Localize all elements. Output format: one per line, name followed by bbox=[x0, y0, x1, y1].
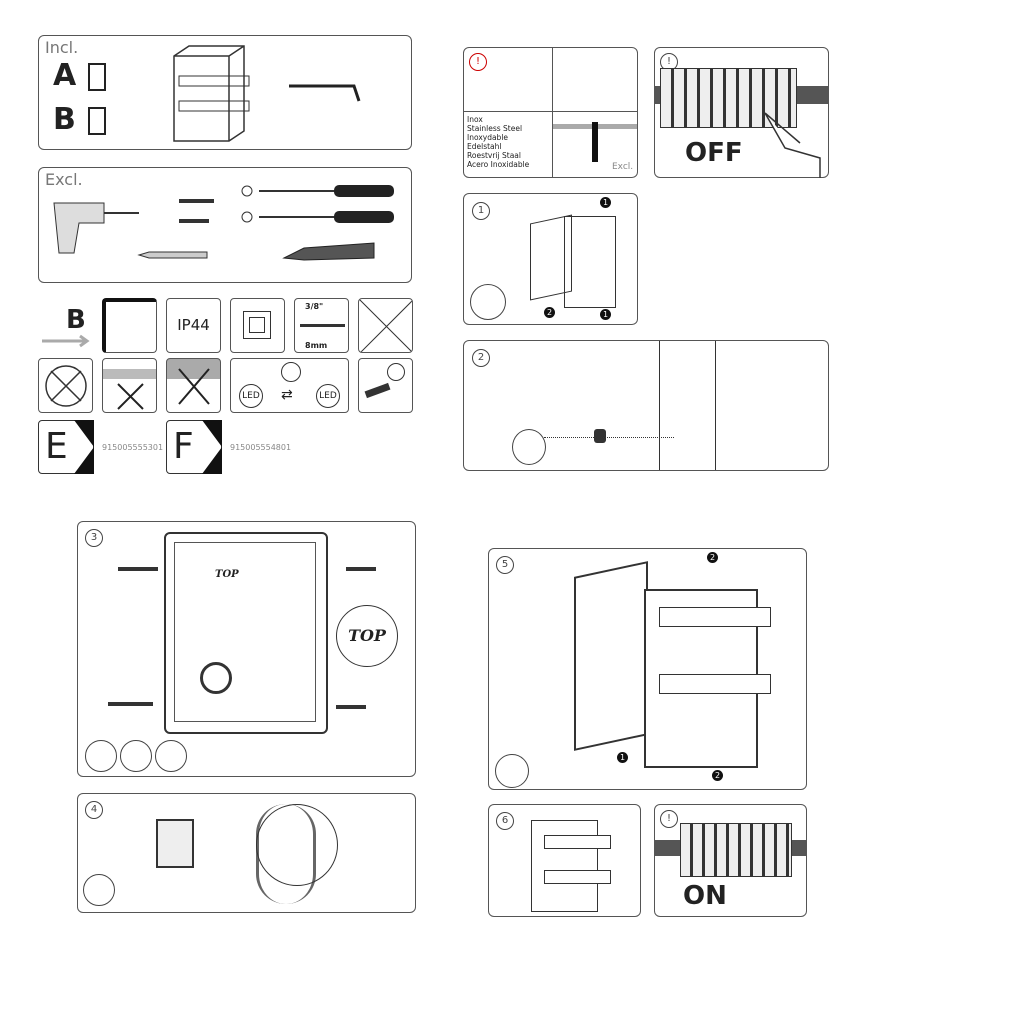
off-label: OFF bbox=[685, 138, 743, 168]
arrow-right-icon bbox=[42, 334, 90, 348]
step-number: 6 bbox=[496, 812, 514, 830]
step-number: 4 bbox=[85, 801, 103, 819]
mounting-plate bbox=[164, 532, 328, 734]
class-ii-icon bbox=[230, 298, 285, 353]
cap-icon bbox=[594, 429, 606, 443]
manual-b: B bbox=[53, 102, 76, 137]
material: Inoxydable bbox=[467, 133, 509, 142]
material: Roestvrij Staal bbox=[467, 151, 521, 160]
marker: 2 bbox=[712, 770, 723, 781]
energy-class: F bbox=[173, 426, 194, 467]
step-1-panel: 1 1 1 2 bbox=[463, 193, 638, 325]
included-label: Incl. bbox=[45, 38, 79, 57]
screwdriver-detail-icon bbox=[83, 874, 115, 906]
luminaire-side bbox=[659, 341, 716, 470]
led-right: LED bbox=[316, 384, 340, 408]
led-replaceable-icon: LED ⇄ LED bbox=[230, 358, 349, 413]
cable-entry bbox=[200, 662, 232, 694]
plug-icon bbox=[108, 702, 153, 706]
excluded-label: Excl. bbox=[45, 170, 83, 189]
step-5-panel: 5 2 1 2 bbox=[488, 548, 807, 790]
power-off-panel: ! OFF bbox=[654, 47, 829, 178]
strip-imperial: 3/8" bbox=[305, 302, 324, 311]
excluded-tools-panel: Excl. bbox=[38, 167, 412, 283]
warning-icon: ! bbox=[660, 810, 678, 828]
luminaire-drawing bbox=[173, 45, 250, 142]
material: Edelstahl bbox=[467, 142, 502, 151]
included-parts-panel: Incl. A B bbox=[38, 35, 412, 150]
step-number: 2 bbox=[472, 349, 490, 367]
material: Stainless Steel bbox=[467, 124, 523, 133]
hex-key-icon bbox=[495, 754, 529, 788]
drill-icon bbox=[53, 202, 139, 254]
cutter-knife-icon bbox=[282, 242, 375, 261]
screw-icon bbox=[592, 122, 598, 162]
top-callout: TOP bbox=[336, 605, 398, 667]
driver-replaceable-icon bbox=[358, 358, 413, 413]
plug-screw-icon bbox=[179, 199, 214, 223]
step-6-panel: 6 bbox=[488, 804, 641, 917]
terminal-detail bbox=[256, 804, 338, 886]
marker: 1 bbox=[600, 309, 611, 320]
no-dimmer-icon bbox=[358, 298, 413, 353]
energy-label-e: E bbox=[38, 420, 94, 474]
screw-icon bbox=[336, 705, 366, 709]
ceiling-wall-mount-icon bbox=[102, 298, 157, 353]
plug-icon bbox=[118, 567, 158, 571]
excl-label: Excl. bbox=[612, 162, 634, 172]
pencil-detail-icon bbox=[85, 740, 117, 772]
no-insulation-icon bbox=[102, 358, 157, 413]
booklet-icon bbox=[88, 63, 106, 135]
material: Inox bbox=[467, 115, 483, 124]
step-4-panel: 4 bbox=[77, 793, 416, 913]
product-code: 915005554801 bbox=[230, 443, 292, 452]
marker: 1 bbox=[617, 752, 628, 763]
terminal-block bbox=[156, 819, 194, 868]
mounting-plate bbox=[574, 561, 648, 751]
plug-detail-icon bbox=[155, 740, 187, 772]
ip44-icon: IP44 bbox=[166, 298, 221, 353]
no-cover-icon bbox=[38, 358, 93, 413]
power-on-panel: ! ON bbox=[654, 804, 807, 917]
step-3-panel: 3 TOP TOP bbox=[77, 521, 416, 777]
led-left: LED bbox=[239, 384, 263, 408]
pencil-icon bbox=[137, 251, 208, 259]
strip-metric: 8mm bbox=[305, 341, 328, 350]
hex-key-icon bbox=[289, 84, 361, 102]
marker: 2 bbox=[707, 552, 718, 563]
marker: 1 bbox=[600, 197, 611, 208]
top-label: TOP bbox=[215, 569, 239, 580]
step-number: 5 bbox=[496, 556, 514, 574]
screw-detail-icon bbox=[512, 429, 546, 465]
circuit-breakers bbox=[660, 68, 797, 128]
on-label: ON bbox=[683, 881, 727, 911]
screw-icon bbox=[346, 567, 376, 571]
product-code: 915005555301 bbox=[102, 443, 164, 452]
step-number: 1 bbox=[472, 202, 490, 220]
energy-label-f: F bbox=[166, 420, 222, 474]
warning-icon: ! bbox=[469, 53, 487, 71]
hand-icon bbox=[764, 112, 821, 178]
circuit-breakers bbox=[680, 823, 792, 877]
hex-key-icon bbox=[470, 284, 506, 320]
step-2-panel: 2 bbox=[463, 340, 829, 471]
ip-rating: IP44 bbox=[177, 316, 210, 334]
marker: 2 bbox=[544, 307, 555, 318]
manual-b-ref: B bbox=[66, 305, 86, 335]
energy-class: E bbox=[45, 426, 68, 467]
step-number: 3 bbox=[85, 529, 103, 547]
no-cover-plant-icon bbox=[166, 358, 221, 413]
material: Acero Inoxidable bbox=[467, 160, 530, 169]
manual-a: A bbox=[53, 58, 77, 93]
installed-luminaire bbox=[531, 820, 598, 912]
screwdrivers-icon bbox=[241, 185, 394, 223]
drill-detail-icon bbox=[120, 740, 152, 772]
wire-strip-icon: 3/8" 8mm bbox=[294, 298, 349, 353]
